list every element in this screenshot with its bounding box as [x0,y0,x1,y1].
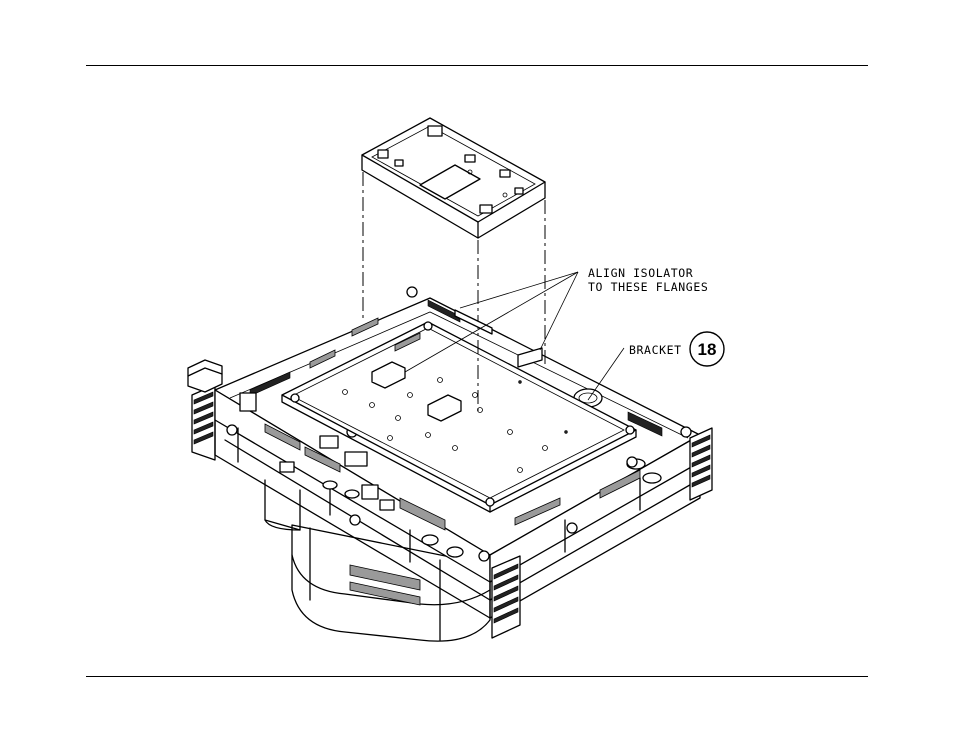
align-isolator-label-line2: TO THESE FLANGES [588,280,708,294]
item-number-badge: 18 [690,332,724,366]
isolator-part [362,118,545,238]
item-number-text: 18 [698,340,717,359]
align-isolator-label-line1: ALIGN ISOLATOR [588,266,693,280]
bracket-label: BRACKET [629,343,682,357]
